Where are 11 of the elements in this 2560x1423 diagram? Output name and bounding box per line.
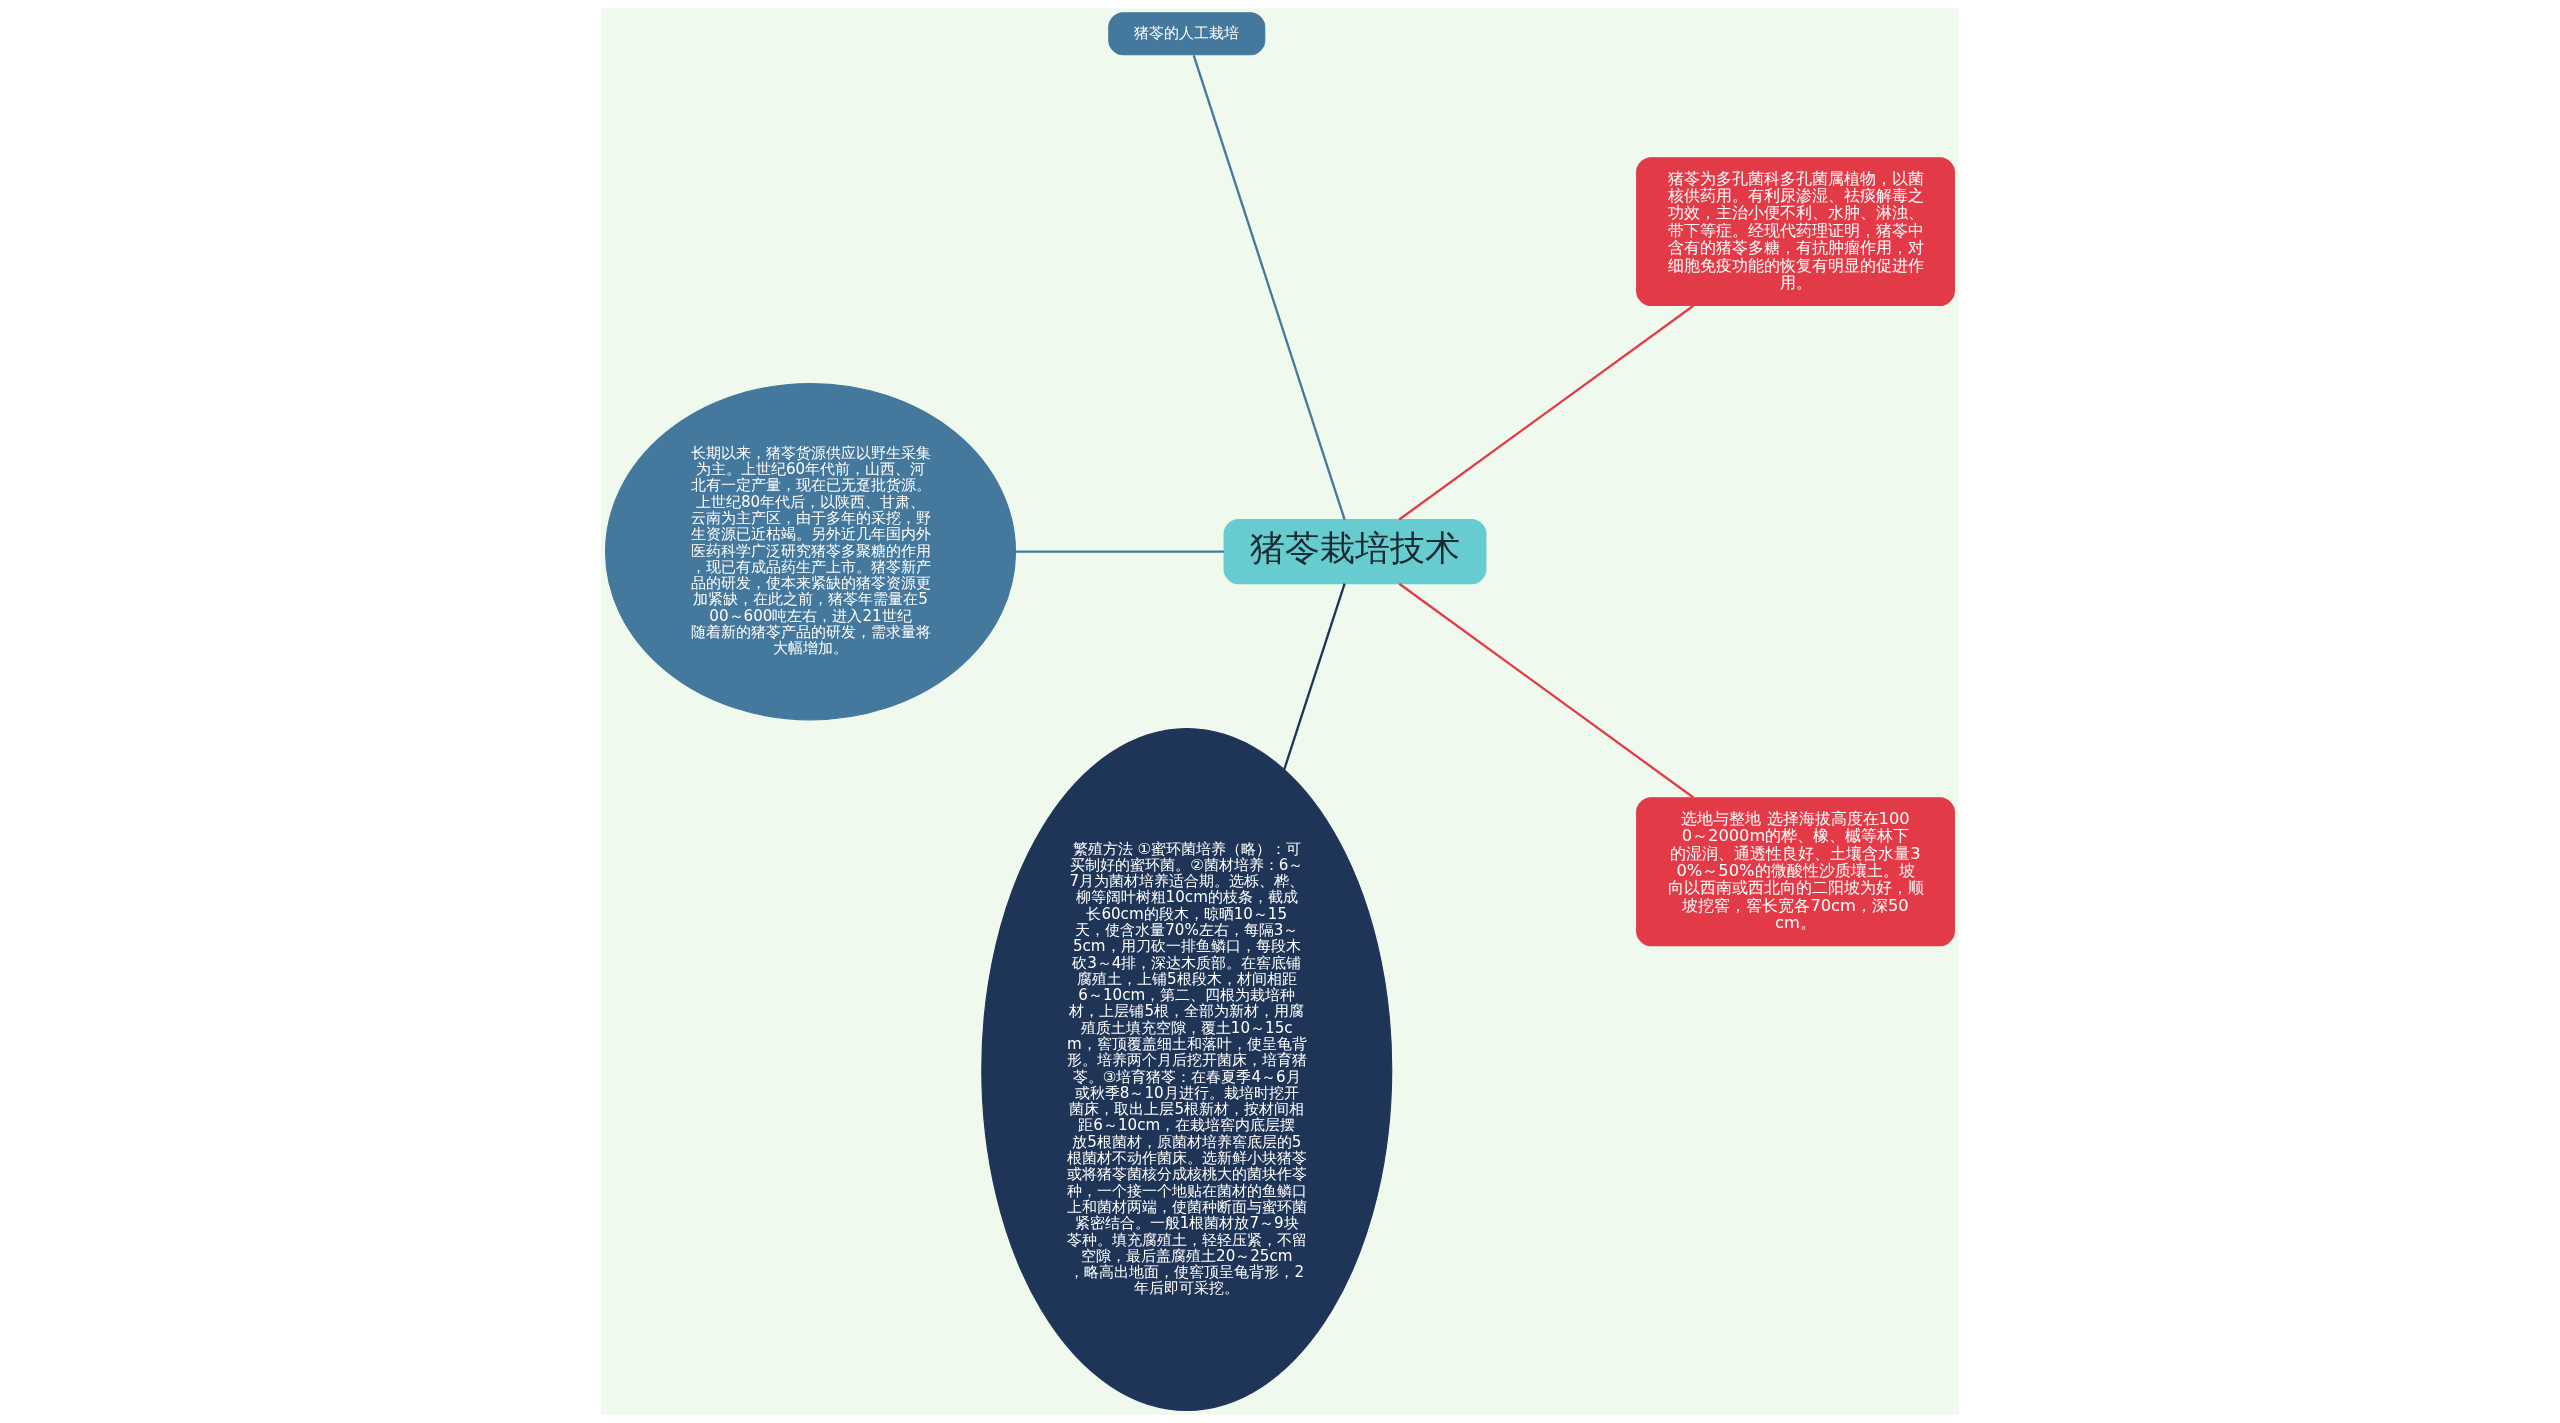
node-ellipse: 长期以来，猪苓货源供应以野生采集为主。上世纪60年代前，山西、河北有一定产量，现在已无趸批货源。上世纪80年代后，以陕西、甘肃、云南为主产区，由于多年的采挖，野生资源已近枯竭。另外近几年国内外医药科学广泛研究猪苓多聚糖的作用，现已有成品药生产上市。猪苓新产品的研发，使本来紧缺的猪苓资源更加紧缺，在此之前，猪苓年需量在500～600吨左右，进入21世纪随着新的猪苓产品的研发，需求量将大幅增加。 (605, 382, 1017, 721)
connector (1283, 583, 1346, 771)
connector (1398, 582, 1695, 799)
node-box: 猪苓栽培技术 (1223, 519, 1487, 585)
node-box: 猪苓的人工栽培 (1108, 12, 1266, 56)
connector (1015, 550, 1224, 553)
node-box: 选地与整地 选择海拔高度在1000～2000m的桦、橡、槭等林下的湿润、通透性良好、土壤含水量30%～50%的微酸性沙质壤土。坡向以西南或西北向的二阳坡为好，顺坡挖窖，窖长宽各70cm，深50cm。 (1636, 797, 1955, 947)
node-box: 猪苓为多孔菌科多孔菌属植物，以菌核供药用。有利尿渗湿、祛痰解毒之功效，主治小便不利、水肿、淋浊、带下等症。经现代药理证明，猪苓中含有的猪苓多糖，有抗肿瘤作用，对细胞免疫功能的恢复有明显的促进作用。 (1636, 157, 1955, 307)
connector (1192, 54, 1346, 520)
connector (1398, 304, 1695, 521)
node-ellipse: 繁殖方法 ①蜜环菌培养（略）：可买制好的蜜环菌。②菌材培养：6～7月为菌材培养适合期。选栎、桦、柳等阔叶树粗10cm的枝条，截成长60cm的段木，晾晒10～15天，使含水量70%左右，每隔3～5cm，用刀砍一排鱼鳞口，每段木砍3～4排，深达木质部。在窖底铺腐殖土，上铺5根段木，材间相距 6～10cm，第二、四根为栽培种材，上层铺5根，全部为新材，用腐殖质土填充空隙，覆土10～15cm，窖顶覆盖细土和落叶，使呈龟背形。培养两个月后挖开菌床，培育猪苓。③培育猪苓：在春夏季4～6月或秋季8～10月进行。栽培时挖开菌床，取出上层5根新材，按材间相距6～10cm，在栽培窖内底层摆放5根菌材，原菌材培养窖底层的5根菌材不动作菌床。选新鲜小块猪苓或将猪苓菌核分成核桃大的菌块作苓种，一个接一个地贴在菌材的鱼鳞口上和菌材两端，使菌种断面与蜜环菌紧密结合。一般1根菌材放7～9块苓种。填充腐殖土，轻轻压紧，不留空隙，最后盖腐殖土20～25cm，略高出地面，使窖顶呈龟背形，2年后即可采挖。 (981, 728, 1393, 1411)
